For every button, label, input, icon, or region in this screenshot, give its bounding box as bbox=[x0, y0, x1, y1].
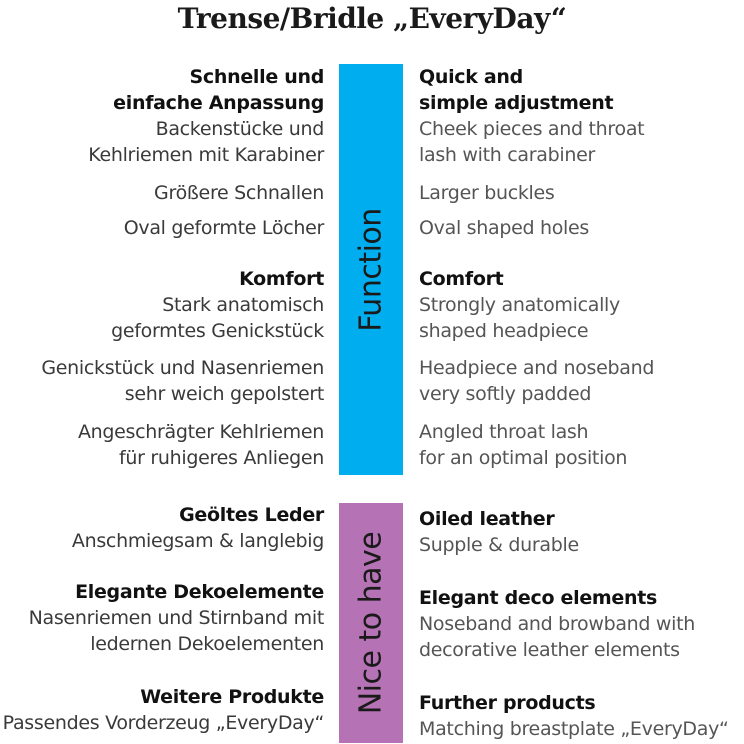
left-deco-text-line-1: Nasenriemen und Stirnband mit bbox=[28, 607, 325, 629]
function-bar-label: Function bbox=[353, 207, 389, 332]
left-leather-heading: Geöltes Leder bbox=[179, 504, 324, 526]
left-leather-text: Anschmiegsam & langlebig bbox=[71, 530, 324, 552]
right-comfort-item-2: Headpiece and noseband very softly padde… bbox=[419, 355, 654, 407]
right-further-text: Matching breastplate „EveryDay“ bbox=[419, 718, 729, 740]
right-leather-text: Supple & durable bbox=[419, 534, 579, 556]
left-further-text: Passendes Vorderzeug „EveryDay“ bbox=[2, 712, 325, 734]
left-comfort-heading: Komfort bbox=[239, 268, 324, 290]
left-adjust-item-2: Größere Schnallen bbox=[154, 180, 324, 206]
right-adjust-heading-line-1: Quick and bbox=[419, 66, 523, 88]
left-adjust-heading-line-1: Schnelle und bbox=[189, 66, 325, 88]
right-adjust-item-2-text: Larger buckles bbox=[419, 182, 555, 204]
right-adjust-item-3: Oval shaped holes bbox=[419, 215, 589, 241]
right-adjust-block: Quick and simple adjustment Cheek pieces… bbox=[419, 64, 645, 168]
left-adjust-item-1-line-2: Kehlriemen mit Karabiner bbox=[88, 144, 324, 166]
right-comfort-heading: Comfort bbox=[419, 268, 504, 290]
right-comfort-item-1-line-2: shaped headpiece bbox=[419, 320, 589, 342]
left-deco-text-line-2: ledernen Dekoelementen bbox=[90, 633, 324, 655]
left-further-block: Weitere Produkte Passendes Vorderzeug „E… bbox=[2, 684, 325, 736]
left-deco-heading: Elegante Dekoelemente bbox=[75, 581, 324, 603]
left-comfort-item-2-line-2: sehr weich gepolstert bbox=[124, 383, 325, 405]
left-deco-block: Elegante Dekoelemente Nasenriemen und St… bbox=[28, 579, 325, 657]
nice-to-have-bar: Nice to have bbox=[339, 503, 403, 743]
right-adjust-item-1-line-2: lash with carabiner bbox=[419, 144, 595, 166]
right-deco-text-line-1: Noseband and browband with bbox=[419, 613, 696, 635]
left-adjust-item-3: Oval geformte Löcher bbox=[123, 215, 325, 241]
right-comfort-item-3-line-2: for an optimal position bbox=[419, 447, 628, 469]
left-adjust-block: Schnelle und einfache Anpassung Backenst… bbox=[88, 64, 324, 168]
left-adjust-item-1-line-1: Backenstücke und bbox=[155, 118, 325, 140]
page-title: Trense/Bridle „EveryDay“ bbox=[177, 2, 567, 35]
nice-to-have-bar-label: Nice to have bbox=[353, 531, 389, 715]
left-adjust-item-2-text: Größere Schnallen bbox=[154, 182, 324, 204]
right-comfort-item-3: Angled throat lash for an optimal positi… bbox=[419, 419, 627, 471]
right-deco-block: Elegant deco elements Noseband and browb… bbox=[419, 585, 695, 663]
right-further-block: Further products Matching breastplate „E… bbox=[419, 690, 729, 742]
left-further-heading: Weitere Produkte bbox=[140, 686, 324, 708]
left-comfort-item-2: Genickstück und Nasenriemen sehr weich g… bbox=[41, 355, 324, 407]
left-comfort-block: Komfort Stark anatomisch geformtes Genic… bbox=[111, 266, 324, 344]
left-comfort-item-1-line-2: geformtes Genickstück bbox=[111, 320, 324, 342]
right-deco-heading: Elegant deco elements bbox=[419, 587, 658, 609]
function-bar: Function bbox=[339, 64, 403, 475]
left-comfort-item-1-line-1: Stark anatomisch bbox=[162, 294, 324, 316]
right-leather-block: Oiled leather Supple & durable bbox=[419, 506, 579, 558]
left-comfort-item-2-line-1: Genickstück und Nasenriemen bbox=[41, 357, 324, 379]
left-comfort-item-3-line-2: für ruhigeres Anliegen bbox=[118, 447, 324, 469]
left-leather-block: Geöltes Leder Anschmiegsam & langlebig bbox=[72, 502, 324, 554]
left-adjust-heading-line-2: einfache Anpassung bbox=[113, 92, 324, 114]
right-comfort-item-3-line-1: Angled throat lash bbox=[419, 421, 589, 443]
right-comfort-item-2-line-2: very softly padded bbox=[419, 383, 592, 405]
left-comfort-item-3-line-1: Angeschrägter Kehlriemen bbox=[77, 421, 324, 443]
right-adjust-heading-line-2: simple adjustment bbox=[419, 92, 614, 114]
right-further-heading: Further products bbox=[419, 692, 596, 714]
right-deco-text-line-2: decorative leather elements bbox=[419, 639, 680, 661]
right-adjust-item-3-text: Oval shaped holes bbox=[419, 217, 590, 239]
right-adjust-item-1-line-1: Cheek pieces and throat bbox=[419, 118, 645, 140]
left-comfort-item-3: Angeschrägter Kehlriemen für ruhigeres A… bbox=[78, 419, 324, 471]
right-adjust-item-2: Larger buckles bbox=[419, 180, 555, 206]
right-comfort-block: Comfort Strongly anatomically shaped hea… bbox=[419, 266, 620, 344]
left-adjust-item-3-text: Oval geformte Löcher bbox=[123, 217, 325, 239]
right-comfort-item-1-line-1: Strongly anatomically bbox=[419, 294, 620, 316]
right-leather-heading: Oiled leather bbox=[419, 508, 555, 530]
right-comfort-item-2-line-1: Headpiece and noseband bbox=[419, 357, 655, 379]
